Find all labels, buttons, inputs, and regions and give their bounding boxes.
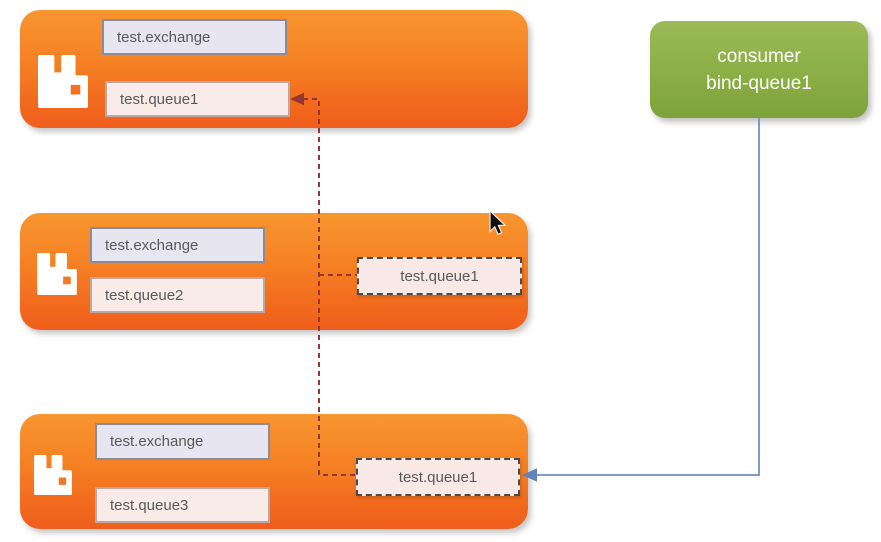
- exchange-box: test.exchange: [90, 227, 265, 263]
- exchange-box: test.exchange: [95, 423, 270, 460]
- queue-label: test.queue1: [120, 90, 199, 108]
- queue-box: test.queue1: [105, 81, 290, 117]
- mirrored-queue-box: test.queue1: [356, 458, 520, 496]
- exchange-label: test.exchange: [117, 28, 211, 46]
- rabbitmq-icon: [38, 55, 88, 108]
- broker-node-1: test.exchange test.queue1: [20, 10, 528, 128]
- consumer-connection-line: [536, 118, 760, 476]
- queue-label: test.queue2: [105, 286, 184, 304]
- broker-node-2: test.exchange test.queue2 test.queue1: [20, 213, 528, 330]
- mirrored-queue-box: test.queue1: [357, 257, 522, 295]
- consumer-label-line1: consumer: [717, 45, 801, 67]
- queue-label: test.queue3: [110, 496, 189, 514]
- queue-box: test.queue3: [95, 487, 270, 523]
- rabbitmq-icon: [37, 253, 77, 295]
- consumer-label-line2: bind-queue1: [706, 72, 812, 94]
- rabbitmq-icon: [34, 455, 72, 495]
- broker-node-3: test.exchange test.queue3 test.queue1: [20, 414, 528, 529]
- mirrored-queue-label: test.queue1: [398, 468, 478, 486]
- consumer-node: consumer bind-queue1: [650, 21, 868, 118]
- queue-box: test.queue2: [90, 277, 265, 313]
- mirrored-queue-label: test.queue1: [400, 267, 479, 285]
- exchange-box: test.exchange: [102, 19, 287, 55]
- exchange-label: test.exchange: [110, 433, 204, 450]
- exchange-label: test.exchange: [105, 236, 199, 254]
